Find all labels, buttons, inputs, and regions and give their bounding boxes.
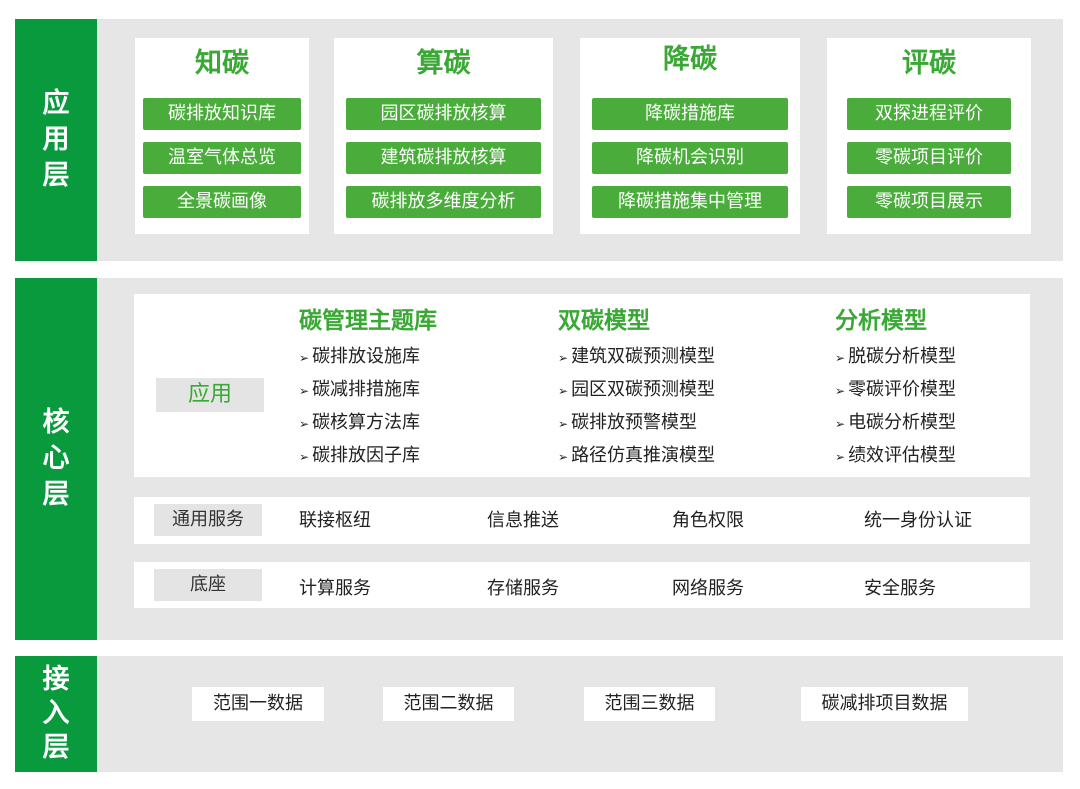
column-title: 双碳模型 <box>558 308 650 334</box>
access-data-item: 范围三数据 <box>584 687 715 721</box>
app-layer-label: 应用层 <box>15 19 97 261</box>
app-card-suantan: 算碳 园区碳排放核算 建筑碳排放核算 碳排放多维度分析 <box>334 38 553 234</box>
service-item: 网络服务 <box>672 578 744 599</box>
app-item[interactable]: 温室气体总览 <box>143 142 301 174</box>
access-data-item: 碳减排项目数据 <box>801 687 968 721</box>
access-data-item: 范围一数据 <box>192 687 324 721</box>
column-item: ➢碳核算方法库 <box>299 411 420 436</box>
column-item: ➢碳排放预警模型 <box>558 411 697 436</box>
app-card-title: 知碳 <box>195 48 249 79</box>
core-app-panel: 应用 碳管理主题库 ➢碳排放设施库 ➢碳减排措施库 ➢碳核算方法库 ➢碳排放因子… <box>134 294 1030 477</box>
column-item: ➢碳减排措施库 <box>299 378 420 403</box>
app-card-jiangtan: 降碳 降碳措施库 降碳机会识别 降碳措施集中管理 <box>580 38 800 234</box>
app-item[interactable]: 降碳机会识别 <box>592 142 788 174</box>
service-item: 安全服务 <box>864 578 936 599</box>
column-item: ➢建筑双碳预测模型 <box>558 345 715 370</box>
app-item[interactable]: 零碳项目评价 <box>847 142 1011 174</box>
service-item: 统一身份认证 <box>864 510 972 531</box>
arrow-icon: ➢ <box>558 351 569 365</box>
arrow-icon: ➢ <box>558 450 569 464</box>
arrow-icon: ➢ <box>835 417 846 431</box>
arrow-icon: ➢ <box>835 384 846 398</box>
app-item[interactable]: 降碳措施集中管理 <box>592 186 788 218</box>
column-title: 分析模型 <box>835 308 927 334</box>
app-card-title: 评碳 <box>902 48 956 79</box>
app-card-pingtan: 评碳 双探进程评价 零碳项目评价 零碳项目展示 <box>827 38 1031 234</box>
app-item[interactable]: 碳排放知识库 <box>143 98 301 130</box>
arrow-icon: ➢ <box>299 450 310 464</box>
common-service-tag: 通用服务 <box>154 504 262 536</box>
column-item: ➢绩效评估模型 <box>835 444 956 469</box>
service-item: 存储服务 <box>487 578 559 599</box>
arrow-icon: ➢ <box>299 384 310 398</box>
app-card-title: 降碳 <box>663 44 717 75</box>
service-item: 计算服务 <box>299 578 371 599</box>
service-item: 联接枢纽 <box>299 510 371 531</box>
column-item: ➢路径仿真推演模型 <box>558 444 715 469</box>
base-row: 底座 计算服务 存储服务 网络服务 安全服务 <box>134 562 1030 608</box>
service-item: 角色权限 <box>672 510 744 531</box>
arrow-icon: ➢ <box>835 351 846 365</box>
column-item: ➢脱碳分析模型 <box>835 345 956 370</box>
arrow-icon: ➢ <box>835 450 846 464</box>
app-item[interactable]: 全景碳画像 <box>143 186 301 218</box>
app-item[interactable]: 建筑碳排放核算 <box>346 142 541 174</box>
arrow-icon: ➢ <box>299 417 310 431</box>
arrow-icon: ➢ <box>558 384 569 398</box>
access-layer-label: 接入层 <box>15 656 97 772</box>
core-app-tag: 应用 <box>156 378 264 412</box>
app-item[interactable]: 双探进程评价 <box>847 98 1011 130</box>
column-item: ➢碳排放因子库 <box>299 444 420 469</box>
column-item: ➢园区双碳预测模型 <box>558 378 715 403</box>
column-item: ➢零碳评价模型 <box>835 378 956 403</box>
app-item[interactable]: 园区碳排放核算 <box>346 98 541 130</box>
base-tag: 底座 <box>154 569 262 601</box>
service-item: 信息推送 <box>487 510 559 531</box>
column-title: 碳管理主题库 <box>299 308 437 334</box>
arrow-icon: ➢ <box>558 417 569 431</box>
app-item[interactable]: 碳排放多维度分析 <box>346 186 541 218</box>
access-data-item: 范围二数据 <box>383 687 514 721</box>
app-card-title: 算碳 <box>416 48 471 79</box>
column-item: ➢电碳分析模型 <box>835 411 956 436</box>
app-item[interactable]: 降碳措施库 <box>592 98 788 130</box>
arrow-icon: ➢ <box>299 351 310 365</box>
common-service-row: 通用服务 联接枢纽 信息推送 角色权限 统一身份认证 <box>134 497 1030 544</box>
app-card-zhitan: 知碳 碳排放知识库 温室气体总览 全景碳画像 <box>135 38 309 234</box>
column-item: ➢碳排放设施库 <box>299 345 420 370</box>
core-layer-label: 核心层 <box>15 278 97 640</box>
app-item[interactable]: 零碳项目展示 <box>847 186 1011 218</box>
